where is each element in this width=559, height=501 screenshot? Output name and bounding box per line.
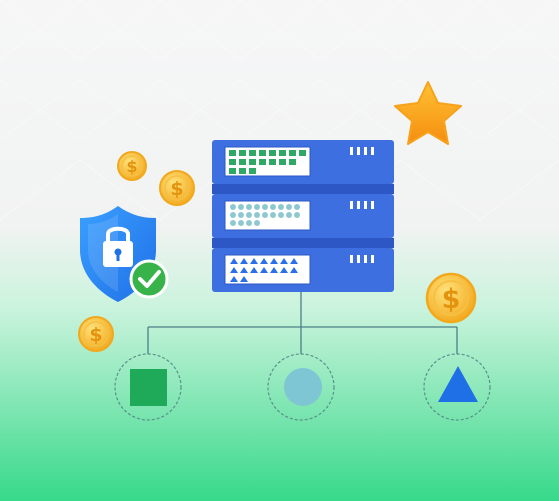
- dollar-coin-icon: $: [117, 151, 147, 181]
- star-icon: [394, 81, 462, 145]
- node-square: [114, 353, 182, 421]
- dollar-coin-icon: $: [78, 316, 114, 352]
- coin-symbol: $: [442, 284, 461, 315]
- dollar-coin-icon: $: [159, 170, 195, 206]
- coin-symbol: $: [126, 157, 137, 176]
- coin-symbol: $: [170, 178, 183, 200]
- node-triangle: [423, 353, 491, 421]
- connector-lines: [147, 292, 458, 354]
- node-circle: [267, 353, 335, 421]
- dollar-coin-icon: $: [425, 272, 477, 324]
- check-badge-icon: [129, 259, 169, 299]
- server-rack-icon: [212, 140, 394, 292]
- lock-icon: [103, 226, 133, 267]
- coin-symbol: $: [89, 324, 102, 346]
